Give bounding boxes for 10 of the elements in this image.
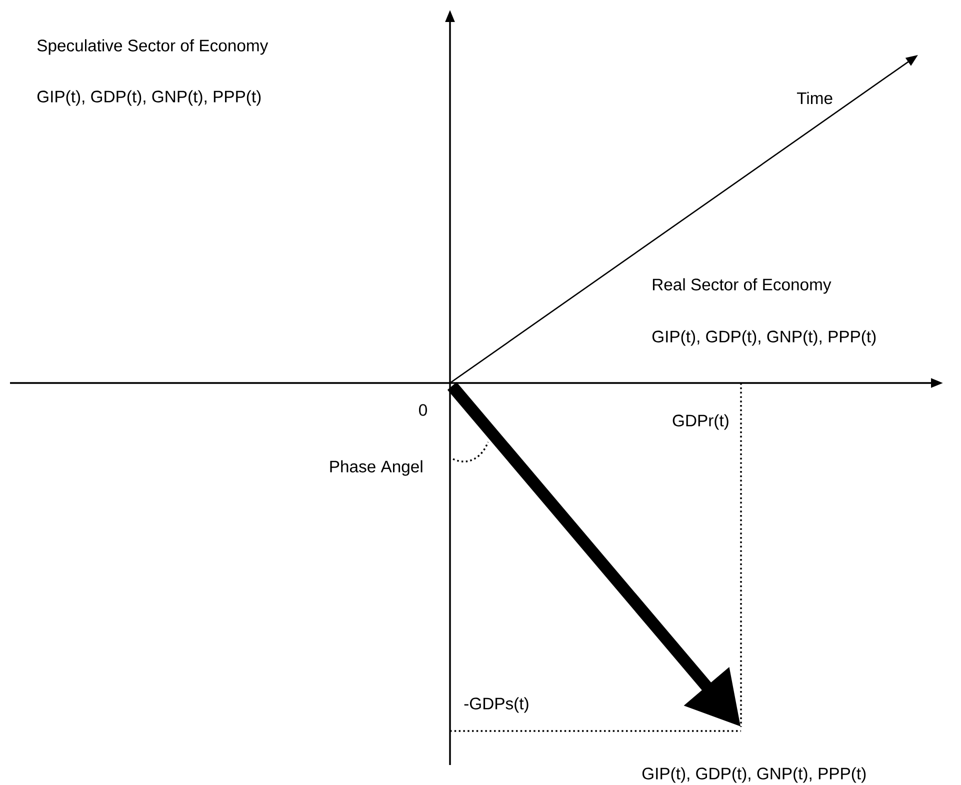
origin-label: 0 bbox=[419, 404, 427, 416]
quantity-label: GIP(t), GDP(t), GNP(t), PPP(t) bbox=[652, 330, 876, 346]
component-label: GDPr(t) bbox=[672, 414, 728, 430]
axis-title: Time bbox=[796, 92, 832, 104]
quantity-label: GIP(t), GDP(t), GNP(t), PPP(t) bbox=[37, 90, 261, 106]
axis-title: Speculative Sector of Economy bbox=[37, 39, 268, 55]
component-label: -GDPs(t) bbox=[464, 697, 528, 713]
axis-title: Real Sector of Economy bbox=[652, 278, 832, 294]
quantity-label: GIP(t), GDP(t), GNP(t), PPP(t) bbox=[642, 767, 866, 783]
angle-label: Phase Angel bbox=[330, 460, 422, 476]
